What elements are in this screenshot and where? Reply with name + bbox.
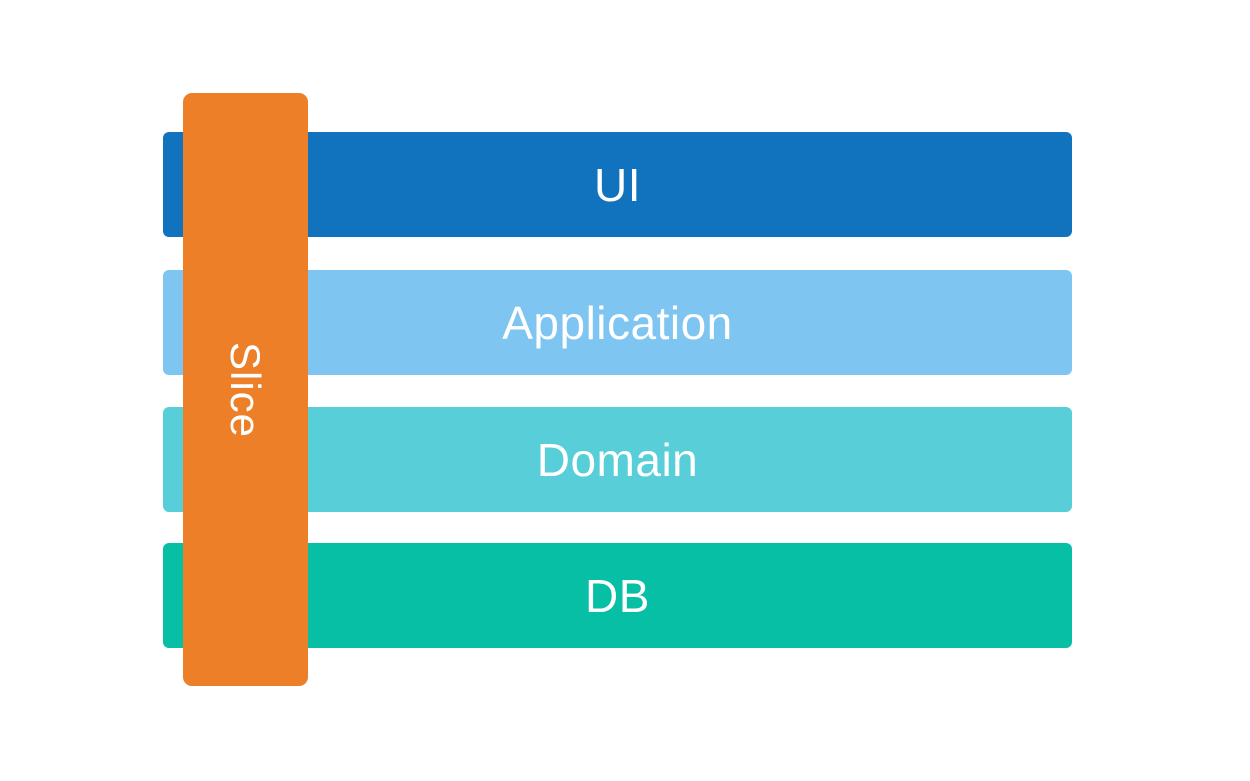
layer-label-db: DB: [585, 569, 650, 622]
slice-label: Slice: [222, 341, 270, 438]
layer-label-application: Application: [502, 296, 733, 349]
layer-bar-domain: Domain: [163, 407, 1072, 512]
layer-label-ui: UI: [594, 158, 641, 211]
layer-label-domain: Domain: [536, 433, 699, 486]
layer-bar-ui: UI: [163, 132, 1072, 237]
layer-bar-application: Application: [163, 270, 1072, 375]
slice-vertical-bar: Slice: [183, 93, 308, 686]
layer-bar-db: DB: [163, 543, 1072, 648]
